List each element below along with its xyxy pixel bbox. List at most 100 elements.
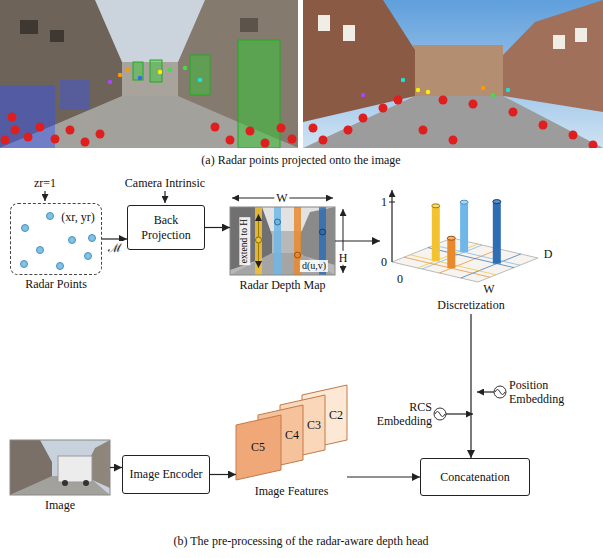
feature-map-layer: [236, 415, 281, 480]
flow-arrow: [335, 240, 380, 241]
radar-point: [69, 237, 76, 244]
embedding-symbol: [434, 408, 446, 420]
street-photo: [589, 141, 598, 149]
embedding-label: Position Embedding: [509, 378, 571, 407]
street-photo: [361, 93, 365, 97]
dimension-label: W: [274, 191, 289, 205]
radar-points-box: (xr, yr)Radar Points: [10, 203, 102, 275]
street-photo: [394, 96, 403, 105]
discretization-plot: [432, 206, 440, 261]
node-caption: Discretization: [437, 298, 504, 312]
street-photo: [211, 123, 220, 132]
street-photo: [319, 136, 328, 145]
layer-label: C3: [307, 418, 321, 432]
embedding-symbol: [495, 390, 505, 395]
discretization-plot: [434, 245, 520, 265]
street-photo: [240, 18, 258, 32]
discretization-plot: [493, 200, 501, 204]
street-photo: [503, 0, 603, 112]
street-photo: [303, 0, 603, 148]
street-photo: [449, 136, 458, 145]
street-photo: [481, 86, 485, 90]
input-photo: [10, 440, 110, 495]
street-photo: [277, 124, 286, 133]
discretization-plot: [447, 238, 455, 268]
street-photo: [343, 25, 355, 41]
input-image: Image: [10, 440, 110, 495]
street-photo: [416, 88, 420, 92]
street-photo: [401, 78, 405, 82]
layer-label: C5: [251, 440, 265, 454]
embedding-symbol: [434, 386, 506, 420]
discretization-plot: [460, 200, 468, 204]
street-photo: [509, 108, 518, 117]
axis-label: W: [483, 282, 494, 296]
street-photo: [439, 96, 448, 105]
node-caption: Image Features: [255, 484, 329, 498]
feature-map-layer: [236, 385, 347, 480]
annotation-label: extend to H: [239, 217, 250, 265]
street-photo: [158, 70, 162, 74]
street-photo: [118, 73, 122, 77]
input-arrow: [164, 191, 165, 203]
street-photo: [51, 135, 60, 144]
input-label: zr=1: [34, 176, 56, 190]
radar-point: [47, 213, 54, 220]
process-label: Concatenation: [440, 470, 509, 484]
street-photo: [344, 126, 353, 135]
discretization-plot: [447, 236, 455, 240]
discretization-plot: [432, 204, 440, 208]
street-photo: [190, 55, 210, 95]
street-photo: [24, 133, 33, 142]
discretization-plot: [428, 248, 514, 268]
street-photo: [569, 131, 578, 140]
embedding-symbol: [435, 412, 445, 417]
street-photo: [261, 139, 270, 148]
radar-point: [37, 247, 44, 254]
axis-label: 0: [397, 272, 403, 286]
discretization-plot: [493, 202, 501, 264]
feature-stack: C5C4C3C2Image Features: [236, 385, 347, 481]
radar-point: [57, 263, 64, 270]
dimension-label: H: [337, 251, 350, 265]
radar-point: [89, 235, 96, 242]
street-photo: [133, 62, 143, 80]
flow-arrow: [347, 476, 420, 477]
street-photo: [419, 126, 428, 135]
depth-map-image: [230, 207, 335, 275]
coordinate-label: (xr, yr): [61, 210, 95, 224]
street-photo: [303, 0, 603, 148]
street-photo: [491, 93, 495, 97]
flow-arrow: [210, 474, 236, 475]
process-box: Back Projection: [127, 205, 205, 250]
discretization-plot: Discretization: [380, 183, 562, 314]
street-photo: [506, 88, 510, 92]
street-photo: [246, 127, 255, 136]
street-photo: [303, 0, 415, 122]
depth-map-image: [230, 207, 335, 275]
flow-arrow: [205, 227, 230, 228]
embedding-label: RCS Embedding: [372, 400, 432, 429]
subfigure-caption: (a) Radar points projected onto the imag…: [201, 153, 400, 167]
street-photo: [126, 68, 130, 72]
input-label: Camera Intrinsic: [125, 176, 205, 190]
street-photo: [0, 0, 298, 148]
process-box: Image Encoder: [122, 455, 210, 494]
radar-point: [22, 225, 29, 232]
street-photo: [66, 126, 75, 135]
layer-label: C2: [329, 408, 343, 422]
street-photo: [238, 40, 280, 148]
axis-label: 0: [381, 255, 387, 269]
street-photo: [150, 60, 162, 82]
discretization-plot: [389, 190, 538, 282]
street-photo: [11, 126, 20, 135]
node-caption: Radar Depth Map: [240, 278, 326, 292]
street-photo: [359, 114, 368, 123]
discretization-plot: [404, 257, 490, 277]
street-photo: [138, 76, 142, 80]
street-photo: [539, 121, 548, 130]
street-photo: [50, 30, 64, 42]
depth-map-image: [256, 237, 262, 243]
depth-map-image: [300, 207, 335, 265]
